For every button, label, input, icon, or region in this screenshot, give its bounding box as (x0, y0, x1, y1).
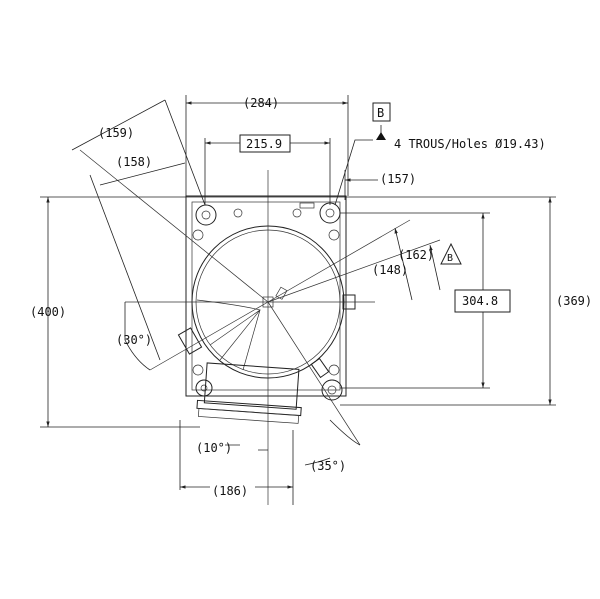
datum-box (372, 102, 391, 122)
datum-label: B (377, 106, 384, 120)
dim-186: (186) (212, 484, 248, 498)
dim-158: (158) (116, 155, 152, 169)
dim-400: (400) (30, 305, 66, 319)
angle-10: (10°) (196, 441, 232, 455)
datum-b-label: B (447, 253, 453, 264)
mounting-hole-icon (195, 204, 217, 226)
dim-157: (157) (380, 172, 416, 186)
dimension-lines (40, 95, 556, 505)
datum-triangle-icon (376, 132, 386, 140)
dim-148: (148) (372, 263, 408, 277)
dim-284: (284) (243, 96, 279, 110)
mounting-hole-icon (321, 379, 343, 401)
center-lines (79, 149, 441, 505)
dim-box-304 (454, 289, 511, 313)
holes-note: 4 TROUS/Holes Ø19.43) (394, 137, 546, 151)
dim-369: (369) (556, 294, 592, 308)
dim-box-215 (239, 134, 291, 153)
base-plate (185, 195, 347, 401)
dim-159: (159) (98, 126, 134, 140)
angle-35: (35°) (310, 459, 346, 473)
angle-30: (30°) (116, 333, 152, 347)
terminal-box (196, 362, 302, 424)
mounting-hole-icon (319, 202, 341, 224)
dim-162: (162) (398, 248, 434, 262)
mounting-hole-icon (195, 379, 213, 397)
dim-215-9: 215.9 (246, 137, 282, 151)
dim-304-8: 304.8 (462, 294, 498, 308)
datum-b-triangle-icon (440, 242, 462, 265)
